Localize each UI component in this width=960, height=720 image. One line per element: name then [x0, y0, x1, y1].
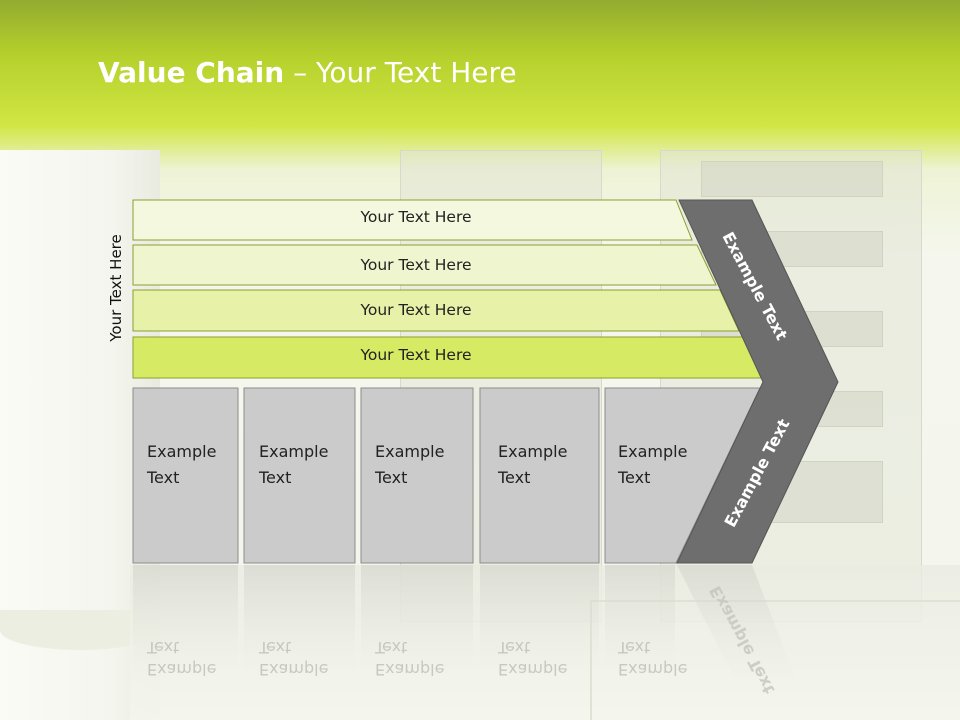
activity-box-1-text: Example Text — [147, 439, 216, 491]
reflection-line: Example — [147, 660, 217, 679]
activity-box-2 — [243, 387, 356, 564]
activity-box-4 — [479, 387, 600, 564]
activity-box-3-line2: Text — [375, 468, 408, 487]
activity-box-5-line1: Example — [618, 442, 688, 461]
reflection-line: Example — [498, 660, 568, 679]
activity-box-5 — [604, 387, 761, 564]
activity-box-4-line1: Example — [498, 442, 568, 461]
margin-chevron — [676, 199, 839, 564]
reflection-line: Text — [618, 638, 651, 657]
activity-box-3 — [360, 387, 474, 564]
row-label-4: Your Text Here — [360, 346, 472, 364]
box-reflection-text: Example Text — [259, 636, 328, 680]
activity-box-5-text: Example Text — [618, 439, 687, 491]
activity-box-3-text: Example Text — [375, 439, 444, 491]
activity-box-5-line2: Text — [618, 468, 651, 487]
reflection-line: Text — [147, 638, 180, 657]
floor-line — [590, 600, 960, 602]
rack-unit — [701, 161, 883, 197]
activity-box-2-line2: Text — [259, 468, 292, 487]
reflection-line: Text — [375, 638, 408, 657]
chevron-reflection — [677, 565, 800, 690]
row-label-2: Your Text Here — [360, 256, 472, 274]
title-rest: – Your Text Here — [284, 56, 517, 89]
reflection-line: Text — [498, 638, 531, 657]
row-label-1: Your Text Here — [360, 208, 472, 226]
reflection-line: Example — [259, 660, 329, 679]
box-reflection — [244, 565, 355, 675]
activity-box-2-text: Example Text — [259, 439, 328, 491]
box-reflection — [133, 565, 238, 675]
reflection-line: Example — [375, 660, 445, 679]
box-reflection — [480, 565, 599, 675]
box-reflection-text: Example Text — [618, 636, 687, 680]
activity-box-1-line1: Example — [147, 442, 217, 461]
box-reflection — [605, 565, 675, 675]
box-reflection — [361, 565, 473, 675]
row-bar-1 — [132, 199, 693, 241]
box-reflection-text: Example Text — [147, 636, 216, 680]
reflection-line: Example — [618, 660, 688, 679]
activity-box-3-line1: Example — [375, 442, 445, 461]
box-reflection-text: Example Text — [498, 636, 567, 680]
slide-title: Value Chain – Your Text Here — [98, 56, 517, 89]
row-label-3: Your Text Here — [360, 301, 472, 319]
activity-box-1-line2: Text — [147, 468, 180, 487]
title-bold: Value Chain — [98, 56, 285, 89]
activity-box-2-line1: Example — [259, 442, 329, 461]
activity-box-4-text: Example Text — [498, 439, 567, 491]
activity-box-4-line2: Text — [498, 468, 531, 487]
activity-box-1 — [132, 387, 239, 564]
box-reflection-text: Example Text — [375, 636, 444, 680]
row-bar-2 — [132, 244, 717, 286]
reflection-line: Text — [259, 638, 292, 657]
